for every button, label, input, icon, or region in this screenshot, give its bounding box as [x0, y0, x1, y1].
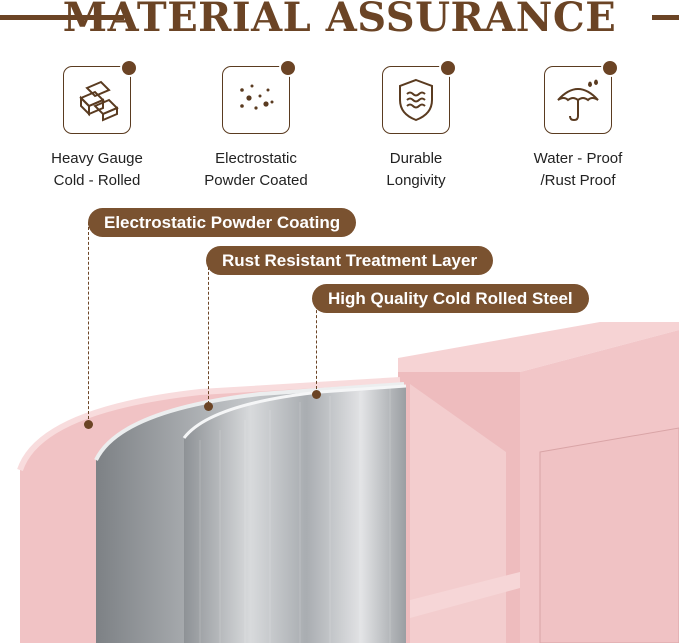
steel-layer-cold — [184, 386, 406, 643]
umbrella-icon — [557, 79, 599, 122]
title-bar-right — [652, 15, 679, 20]
shield-icon — [399, 78, 433, 122]
leader-dot-powder — [84, 420, 93, 429]
leader-line-steel — [316, 300, 317, 394]
powder-dots-icon — [240, 84, 274, 110]
feature-durable: Durable Longivity — [346, 59, 486, 192]
feature-icon-box — [382, 59, 457, 134]
steel-bars-icon — [79, 80, 119, 122]
cabinet-top — [398, 322, 679, 372]
cabinet-inner — [410, 384, 506, 643]
drawer-front — [539, 427, 679, 643]
feature-waterproof: Water - Proof /Rust Proof — [508, 59, 648, 192]
leader-dot-steel — [312, 390, 321, 399]
leader-line-powder — [88, 222, 89, 424]
feature-icon-box — [544, 59, 619, 134]
leader-dot-rust — [204, 402, 213, 411]
label-cold-rolled-steel: High Quality Cold Rolled Steel — [312, 284, 589, 313]
feature-label: Heavy Gauge Cold - Rolled — [51, 150, 143, 189]
feature-heavy-gauge: Heavy Gauge Cold - Rolled — [27, 59, 167, 192]
leader-line-rust — [208, 262, 209, 404]
title-bar-left — [0, 15, 124, 20]
feature-label: Electrostatic Powder Coated — [204, 150, 308, 189]
feature-label: Water - Proof /Rust Proof — [533, 150, 623, 189]
feature-electrostatic: Electrostatic Powder Coated — [186, 59, 326, 192]
feature-icon-box — [222, 59, 297, 134]
shelf — [410, 572, 520, 618]
feature-icon-box — [63, 59, 138, 134]
feature-label: Durable Longivity — [386, 150, 446, 189]
label-rust-resistant: Rust Resistant Treatment Layer — [206, 246, 494, 275]
page-title: MATERIAL ASSURANCE — [62, 0, 617, 41]
label-powder-coating: Electrostatic Powder Coating — [88, 208, 357, 237]
